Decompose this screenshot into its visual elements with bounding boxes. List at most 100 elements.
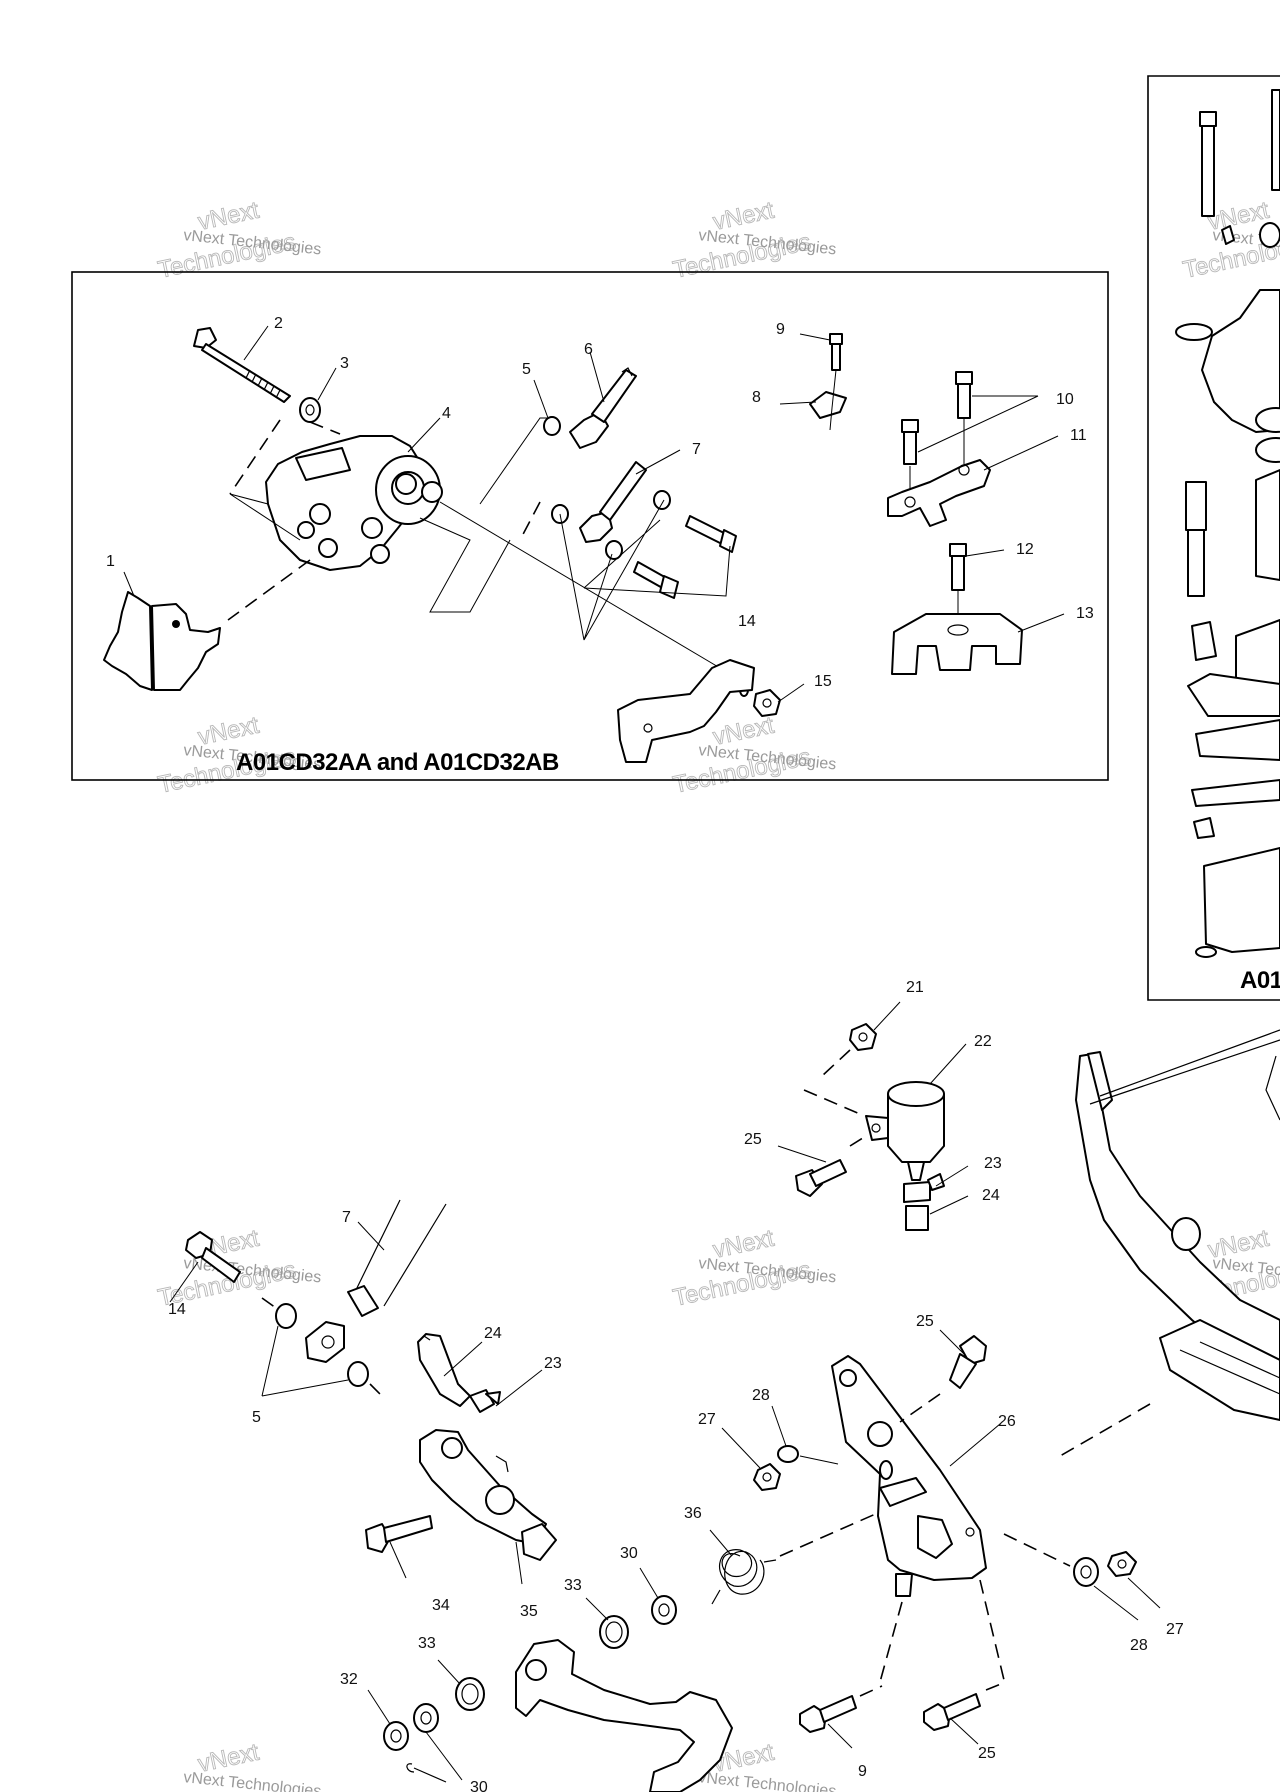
panel-frame xyxy=(71,271,1109,781)
part-2-long-bolt xyxy=(193,327,291,403)
right-panel-shim xyxy=(1191,779,1280,807)
right-panel-bleeder xyxy=(1221,225,1235,245)
callout-13: 13 xyxy=(1076,605,1094,622)
callout-12: 12 xyxy=(1016,541,1034,558)
part-32-washer xyxy=(413,1703,439,1733)
callout-1: 1 xyxy=(106,553,115,570)
watermark: vNext vNext Technologies xyxy=(183,1738,322,1792)
part-24-hose xyxy=(417,1333,471,1407)
assembly-line xyxy=(419,517,511,613)
leader-11 xyxy=(983,435,1059,471)
callout-7: 7 xyxy=(692,441,701,458)
pedal-arm xyxy=(515,1639,733,1792)
assembly-line xyxy=(1059,1403,1151,1457)
leader-9 xyxy=(827,1723,853,1749)
right-panel-bolt xyxy=(1199,111,1217,217)
callout-25: 25 xyxy=(916,1313,934,1330)
panel-right-cropped: A01 xyxy=(1147,75,1280,1001)
callout-33: 33 xyxy=(418,1635,436,1652)
leader-7 xyxy=(357,1221,385,1251)
leader-14 xyxy=(169,1261,199,1303)
panel-caption: A01CD32AA and A01CD32AB xyxy=(236,749,559,776)
part-1-pad-pin xyxy=(172,620,180,628)
watermark: vNext Technologies vNext Technologies xyxy=(670,1224,837,1312)
part-28-washer xyxy=(777,1445,799,1463)
right-panel-seal xyxy=(1235,619,1280,691)
part-14-banjo-bolt xyxy=(685,515,737,553)
part-36-spring xyxy=(711,1549,777,1605)
part-3-washer xyxy=(299,397,321,423)
callout-22: 22 xyxy=(974,1033,992,1050)
leader-9 xyxy=(799,333,831,341)
callout-9: 9 xyxy=(858,1763,867,1780)
callout-33: 33 xyxy=(564,1577,582,1594)
right-panel-seal xyxy=(1255,407,1280,433)
part-26-boss xyxy=(867,1421,893,1447)
leader-26 xyxy=(949,1423,1001,1467)
right-panel-washer xyxy=(1195,946,1217,958)
assembly-line xyxy=(849,1135,867,1147)
callout-23: 23 xyxy=(544,1355,562,1372)
leader-23 xyxy=(935,1165,969,1187)
part-12-bolt xyxy=(949,543,967,628)
part-10-bolt xyxy=(955,371,973,419)
leader-35 xyxy=(515,1541,523,1585)
watermark: vNext Technologies vNext Technologies xyxy=(670,196,837,284)
right-panel-washer xyxy=(1175,323,1213,341)
callout-35: 35 xyxy=(520,1603,538,1620)
part-30-washer xyxy=(651,1595,677,1625)
part-35-master-cylinder xyxy=(419,1429,557,1561)
callout-25: 25 xyxy=(978,1745,996,1762)
leader-33 xyxy=(585,1597,609,1621)
assembly-line xyxy=(821,1049,851,1077)
leader-33 xyxy=(437,1659,461,1685)
callout-27: 27 xyxy=(1166,1621,1184,1638)
part-22-reservoir xyxy=(865,1081,945,1181)
part-23-clamp xyxy=(469,1389,501,1413)
vehicle-frame xyxy=(1075,1029,1280,1421)
part-23-clamp xyxy=(903,1173,945,1203)
part-24-hose xyxy=(905,1205,929,1231)
leader-2 xyxy=(243,325,269,361)
assembly-line xyxy=(799,1455,839,1465)
part-5-washer xyxy=(347,1361,369,1387)
watermark: vNext Technologies vNext Technologies xyxy=(155,196,322,284)
callout-3: 3 xyxy=(340,355,349,372)
part-27-nut xyxy=(753,1463,781,1491)
part-1-brake-pad xyxy=(103,591,221,691)
assembly-line xyxy=(1003,1533,1071,1567)
callout-14: 14 xyxy=(738,613,756,630)
callout-11: 11 xyxy=(1070,427,1087,444)
svg-text:vNext Technologies: vNext Technologies xyxy=(183,1769,322,1792)
assembly-line xyxy=(369,1383,381,1395)
callout-26: 26 xyxy=(998,1413,1016,1430)
assembly-line xyxy=(979,1579,1005,1681)
part-26-stop xyxy=(895,1573,913,1597)
part-5-washer xyxy=(653,490,671,510)
callout-24: 24 xyxy=(484,1325,502,1342)
assembly-line xyxy=(309,421,341,435)
assembly-line xyxy=(803,1089,861,1115)
right-panel-piston xyxy=(1255,469,1280,581)
callout-28: 28 xyxy=(1130,1637,1148,1654)
leader-27 xyxy=(1127,1577,1161,1609)
right-panel-caliper xyxy=(1201,289,1280,433)
part-14-banjo-bolt xyxy=(185,1231,241,1283)
right-panel-seal xyxy=(1255,437,1280,463)
assembly-line xyxy=(227,559,311,621)
leader-27 xyxy=(721,1427,761,1469)
leader-4 xyxy=(407,417,441,453)
leader-10 xyxy=(917,395,1039,453)
pedal-arm-pivot xyxy=(525,1659,547,1681)
callout-4: 4 xyxy=(442,405,451,422)
part-26-hole xyxy=(839,1369,857,1387)
watermarks: vNext Technologies vNext Technologies vN… xyxy=(155,196,1280,1792)
leader-36 xyxy=(709,1529,733,1557)
callout-30: 30 xyxy=(470,1779,488,1792)
svg-text:vNext Technologies: vNext Technologies xyxy=(698,1769,837,1792)
part-25-bolt xyxy=(795,1159,847,1197)
callout-23: 23 xyxy=(984,1155,1002,1172)
leader-6 xyxy=(589,351,605,403)
assembly-line xyxy=(779,1511,881,1557)
